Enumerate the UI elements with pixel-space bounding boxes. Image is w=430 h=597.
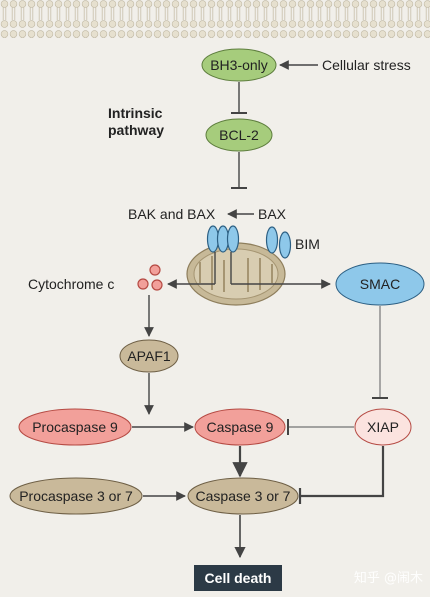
apaf1-label: APAF1 [127, 348, 171, 364]
procaspase37-label: Procaspase 3 or 7 [19, 488, 133, 504]
bak-bax-pore-icon [206, 225, 240, 253]
pathway-label-line1: Intrinsic [108, 105, 163, 121]
bim-icon [265, 226, 292, 259]
apaf1-node [119, 339, 179, 373]
caspase9-node [194, 408, 286, 446]
xiap-label: XIAP [367, 419, 399, 435]
caspase37-node [187, 477, 299, 515]
caspase37-label: Caspase 3 or 7 [196, 488, 291, 504]
procaspase9-label: Procaspase 9 [32, 419, 118, 435]
cell-membrane [0, 0, 430, 38]
xiap-node [354, 408, 412, 446]
xiap-inhibit-c37-line [300, 446, 385, 498]
bax-label: BAX [258, 206, 287, 222]
bcl2-node [205, 118, 273, 152]
pathway-label-line2: pathway [108, 122, 164, 138]
bim-label: BIM [295, 236, 320, 252]
caspase9-label: Caspase 9 [207, 419, 274, 435]
bh3-only-node [201, 48, 277, 82]
bh3-only-label: BH3-only [210, 57, 268, 73]
cell-death-box [194, 565, 282, 591]
cellular-stress-label: Cellular stress [322, 57, 411, 73]
procaspase37-node [9, 477, 143, 515]
smac-label: SMAC [360, 276, 400, 292]
bak-bax-label: BAK and BAX [128, 206, 216, 222]
cell-death-label: Cell death [205, 570, 272, 586]
cytochrome-c-icon [137, 264, 163, 291]
smac-node [335, 262, 425, 306]
cytochrome-c-label: Cytochrome c [28, 276, 114, 292]
bcl2-label: BCL-2 [219, 127, 259, 143]
procaspase9-node [18, 408, 132, 446]
watermark: 知乎 @闹木 [354, 570, 423, 586]
